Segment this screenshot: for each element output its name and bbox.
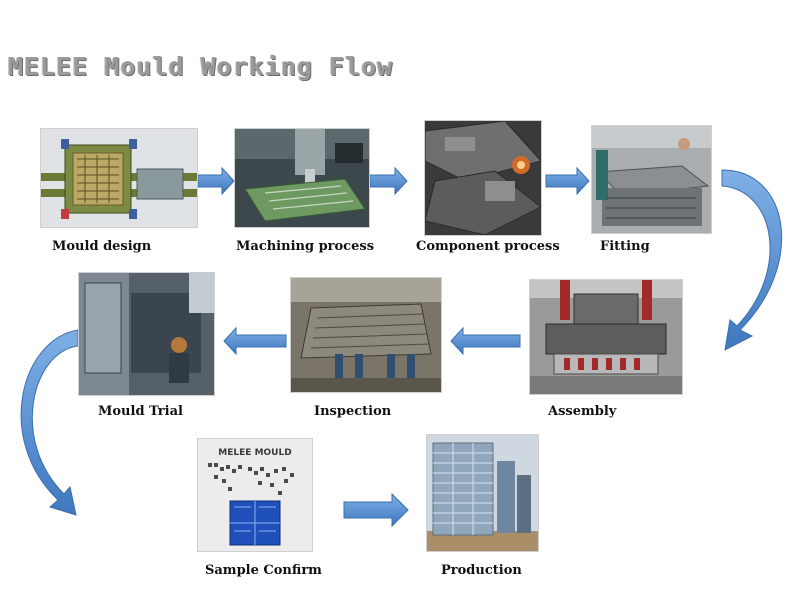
page-title: MELEE Mould Working Flow xyxy=(8,52,394,81)
production-image xyxy=(426,434,539,552)
arrow-right-icon xyxy=(369,166,408,196)
sample-display-text: MELEE MOULD xyxy=(218,448,291,458)
arrow-right-icon xyxy=(197,166,235,196)
assembly-image xyxy=(529,279,683,395)
inspection-image xyxy=(290,277,442,393)
mould-design-image xyxy=(40,128,198,228)
step-label: Fitting xyxy=(600,239,650,254)
curved-arrow-down-icon xyxy=(20,329,79,516)
sample-confirm-image: MELEE MOULD xyxy=(197,438,313,552)
step-label: Mould design xyxy=(52,239,152,254)
arrow-right-icon xyxy=(343,492,409,528)
curved-arrow-down-icon xyxy=(721,169,782,351)
arrow-right-icon xyxy=(545,166,590,196)
fitting-image xyxy=(591,125,712,234)
arrow-left-icon xyxy=(450,326,521,356)
step-label: Component process xyxy=(416,239,560,254)
step-label: Production xyxy=(441,563,522,578)
step-label: Sample Confirm xyxy=(205,563,322,578)
step-label: Machining process xyxy=(236,239,375,254)
component-process-image xyxy=(424,120,542,236)
step-label: Mould Trial xyxy=(98,404,183,419)
machining-process-image xyxy=(234,128,370,228)
arrow-left-icon xyxy=(223,326,287,356)
step-label: Assembly xyxy=(548,404,617,419)
mould-trial-image xyxy=(78,272,215,396)
step-label: Inspection xyxy=(314,404,392,419)
